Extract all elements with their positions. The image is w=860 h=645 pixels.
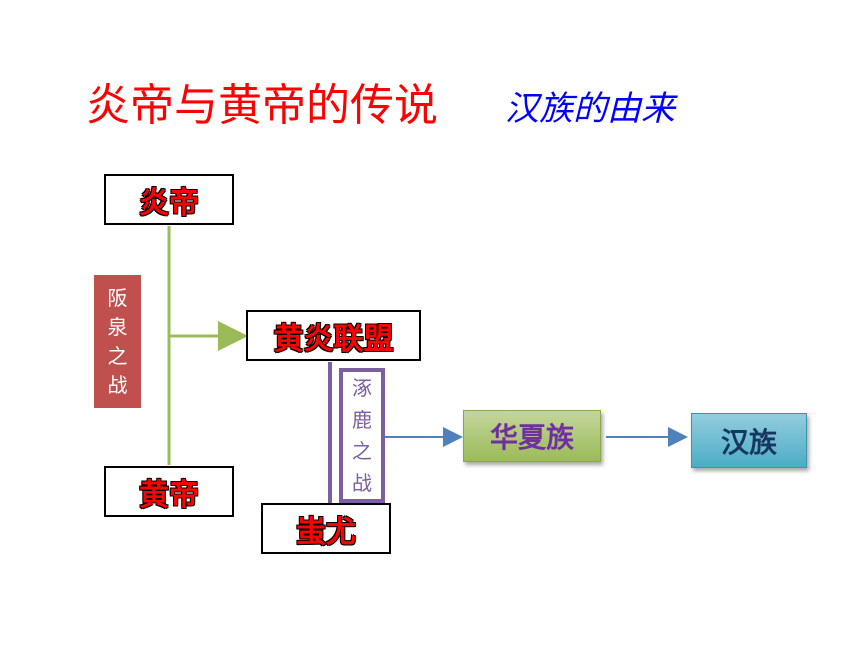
page-title: 炎帝与黄帝的传说 <box>86 80 438 131</box>
node-chiyou-label: 蚩尤 <box>296 514 356 550</box>
battle-banquan-char: 泉 <box>107 314 128 339</box>
battle-zhuolu-char: 涿 <box>352 375 372 400</box>
node-chiyou: 蚩尤 <box>261 503 391 554</box>
node-huangdi: 黄帝 <box>104 466 234 517</box>
node-alliance: 黄炎联盟 <box>246 310 421 361</box>
node-huaxia: 华夏族 <box>463 410 601 462</box>
battle-banquan-char: 阪 <box>107 285 128 310</box>
node-alliance-label: 黄炎联盟 <box>273 321 394 357</box>
page-subtitle: 汉族的由来 <box>505 89 675 129</box>
battle-banquan-char: 战 <box>107 373 128 398</box>
node-yandi: 炎帝 <box>104 174 234 225</box>
node-huangdi-label: 黄帝 <box>139 477 199 513</box>
node-hanzu-label: 汉族 <box>720 425 777 459</box>
node-yandi-label: 炎帝 <box>139 185 199 221</box>
node-hanzu: 汉族 <box>691 413 807 468</box>
battle-zhuolu: 涿 鹿 之 战 <box>339 368 385 503</box>
battle-zhuolu-char: 鹿 <box>352 407 372 432</box>
battle-zhuolu-char: 之 <box>352 439 372 464</box>
node-huaxia-label: 华夏族 <box>489 421 574 454</box>
battle-zhuolu-char: 战 <box>352 471 372 496</box>
battle-banquan-char: 之 <box>107 344 128 369</box>
battle-banquan: 阪 泉 之 战 <box>94 275 141 408</box>
